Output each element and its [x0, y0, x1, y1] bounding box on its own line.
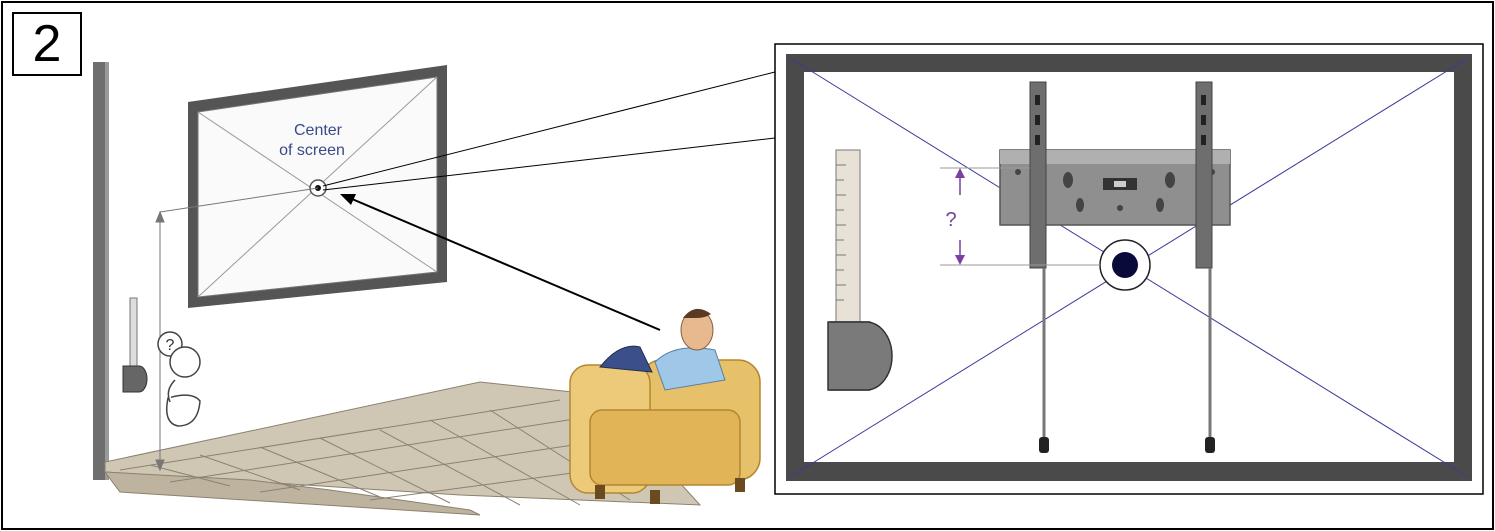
- measuring-tape-icon: [123, 298, 147, 392]
- height-question: ?: [945, 209, 956, 231]
- center-point-icon: [1100, 240, 1150, 290]
- person-question: ?: [166, 337, 175, 354]
- screen-label-line2: of screen: [279, 142, 345, 159]
- person-icon: [158, 332, 200, 426]
- screen-label-line1: Center: [294, 122, 343, 139]
- wall: [93, 62, 109, 480]
- tv-screen: [188, 65, 447, 308]
